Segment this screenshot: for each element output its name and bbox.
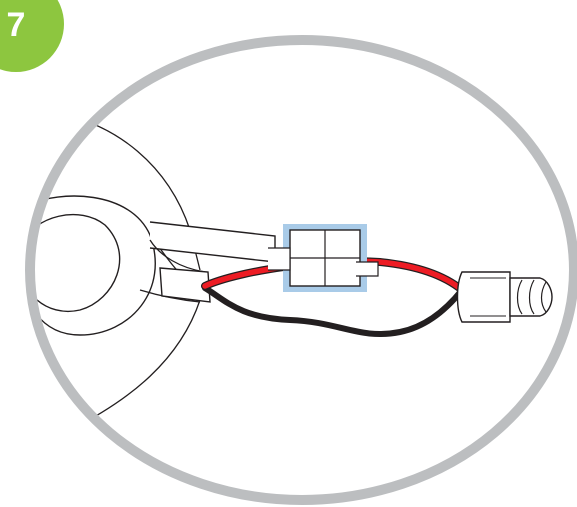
step-number: 7 — [6, 6, 26, 44]
step-badge-icon — [0, 0, 64, 72]
splice-icon — [268, 224, 379, 292]
connector-icon — [456, 271, 553, 323]
cable-sheath — [159, 267, 211, 303]
frame-ring — [25, 35, 577, 505]
detail-view — [30, 109, 553, 431]
lamp-stem — [149, 221, 276, 263]
lamp-icon — [30, 195, 201, 336]
black-wire — [202, 285, 465, 338]
